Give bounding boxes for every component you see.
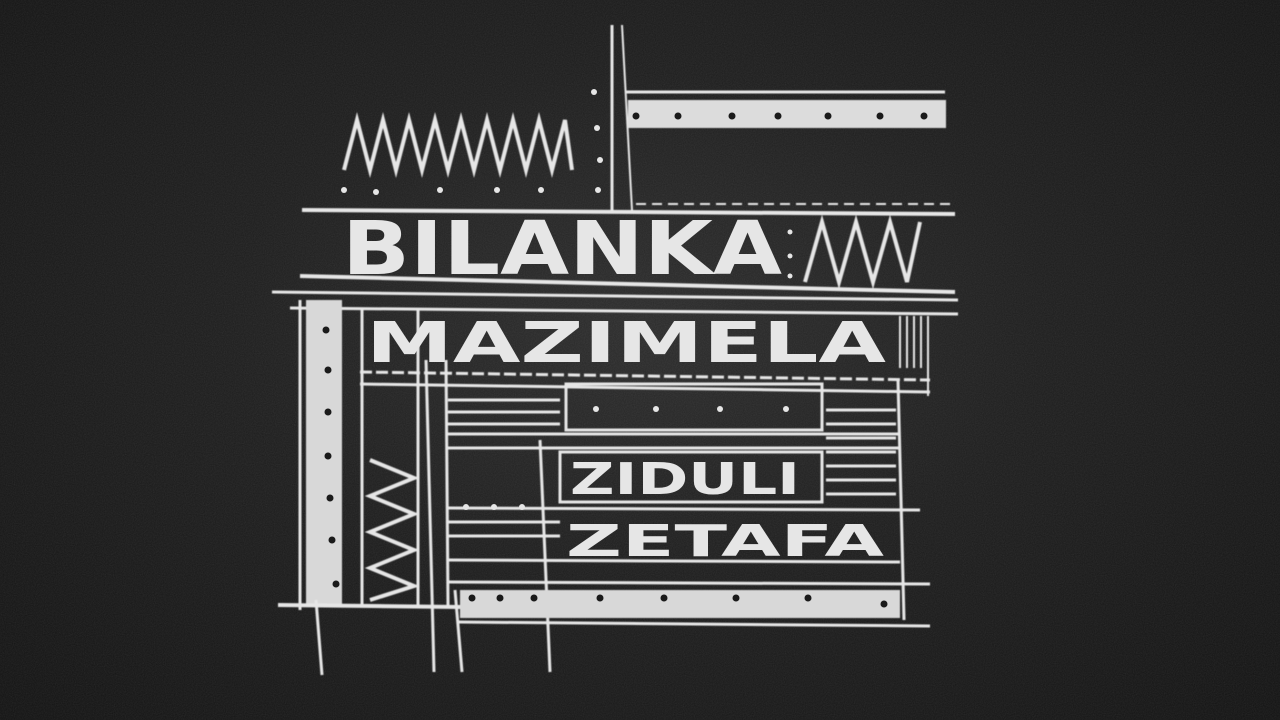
- vertical-line: [314, 599, 324, 676]
- dotted-bar: [460, 590, 900, 618]
- vertical-line: [444, 359, 450, 606]
- frame-box: [558, 450, 824, 504]
- dotted-column: [306, 300, 342, 605]
- horizontal-line: [447, 580, 931, 586]
- dot-pattern-dark: [322, 112, 928, 608]
- horizontal-line: [299, 274, 956, 294]
- horizontal-line: [359, 382, 931, 394]
- frame-box: [564, 382, 824, 432]
- zigzag-pattern: [342, 112, 574, 178]
- horizontal-line: [271, 290, 959, 302]
- horizontal-line: [447, 506, 921, 512]
- dotted-bar: [628, 100, 946, 128]
- vertical-line: [896, 379, 906, 621]
- title-word-zetafa: ZETAFA: [566, 516, 884, 567]
- title-word-mazimela: MAZIMELA: [366, 311, 887, 376]
- title-word-bilanka: BILANKA: [342, 206, 782, 292]
- zigzag-pattern: [803, 214, 922, 290]
- vertical-line: [538, 439, 552, 673]
- vertical-line: [424, 359, 436, 673]
- horizontal-line: [447, 558, 901, 564]
- title-word-ziduli: ZIDULI: [570, 454, 800, 505]
- horizontal-line: [457, 620, 931, 628]
- vertical-line: [621, 24, 633, 211]
- horizontal-line: [289, 306, 959, 316]
- horizontal-line: [277, 603, 461, 609]
- line-art: [271, 24, 959, 676]
- zigzag-pattern: [364, 458, 420, 602]
- dot-pattern: [341, 89, 793, 510]
- horizontal-line: [301, 208, 956, 216]
- dashed-line: [359, 370, 931, 382]
- vertical-line: [453, 589, 464, 673]
